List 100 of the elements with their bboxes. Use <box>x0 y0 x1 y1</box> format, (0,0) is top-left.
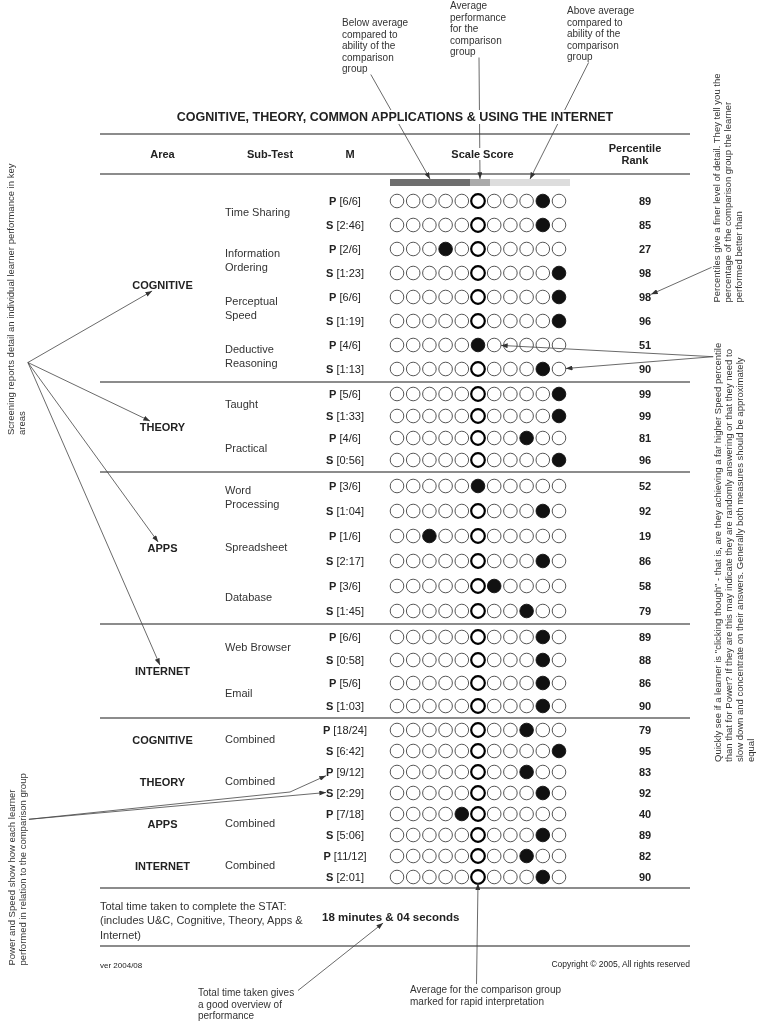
percentile-value: 96 <box>638 315 652 327</box>
measure-score: P [3/6] <box>329 579 361 592</box>
subtest-label: Practical <box>225 442 268 456</box>
annotation-text: Average for the comparison group marked for rapid interpretation <box>410 984 585 1007</box>
measure-score: P [6/6] <box>329 195 361 207</box>
percentile-value: 52 <box>638 479 652 492</box>
column-header: Scale Score <box>451 148 514 160</box>
measure-score: S [2:46] <box>326 219 364 231</box>
measure-score: S [0:56] <box>326 454 364 466</box>
measure-score: P [5/6] <box>329 388 361 400</box>
measure-score: S [1:33] <box>326 410 364 422</box>
area-label: THEORY <box>139 421 186 433</box>
subtest-label: Combined <box>225 733 276 747</box>
annotation-text: Quickly see if a learner is "clicking though" - that is, are they achieving a far higher Speed percentile than that for Power? If they are this may indicate they are randomly answering or that they need to slow down and concentrate on their answers. Generally both measures should be approximately equal <box>713 342 757 762</box>
measure-score: P [9/12] <box>326 765 364 778</box>
measure-score: S [1:04] <box>326 504 364 517</box>
measure-score: S [0:58] <box>326 653 364 666</box>
annotation-text: Average performance for the comparison group <box>450 0 508 58</box>
measure-score: P [3/6] <box>329 479 361 492</box>
measure-score: S [2:29] <box>326 786 364 799</box>
subtest-label: Information Ordering <box>225 247 282 275</box>
subtest-label: Combined <box>225 775 276 789</box>
percentile-value: 99 <box>638 410 652 422</box>
measure-score: S [1:45] <box>326 604 364 617</box>
percentile-value: 27 <box>638 243 652 255</box>
subtest-label: Word Processing <box>225 484 281 512</box>
score-dot <box>486 337 502 353</box>
subtest-label: Database <box>225 591 273 605</box>
percentile-value: 51 <box>638 339 652 351</box>
percentile-value: 90 <box>638 363 652 375</box>
scale-band-bar <box>390 179 470 186</box>
percentile-value: 96 <box>638 454 652 466</box>
column-header: Area <box>150 148 175 160</box>
scale-band-bar <box>470 179 490 186</box>
percentile-value: 89 <box>638 195 652 207</box>
measure-score: S [2:17] <box>326 554 364 567</box>
copyright-note: Copyright © 2005, All rights reserved <box>551 959 690 969</box>
percentile-value: 81 <box>638 432 652 444</box>
percentile-value: 86 <box>638 554 652 567</box>
percentile-value: 90 <box>638 699 652 712</box>
percentile-value: 85 <box>638 219 652 231</box>
subtest-label: Combined <box>225 817 276 831</box>
percentile-value: 89 <box>638 828 652 841</box>
percentile-value: 92 <box>638 786 652 799</box>
measure-score: S [2:01] <box>326 870 364 883</box>
percentile-value: 92 <box>638 504 652 517</box>
annotation-text: Power and Speed show how each learner performed in relation to the comparison group <box>7 770 29 966</box>
percentile-value: 79 <box>638 723 652 736</box>
measure-score: P [18/24] <box>322 723 367 736</box>
subtest-label: Taught <box>225 398 259 412</box>
area-label: APPS <box>147 818 178 830</box>
percentile-value: 95 <box>638 744 652 757</box>
measure-score: S [1:13] <box>326 363 364 375</box>
column-header: M <box>345 148 355 160</box>
area-label: INTERNET <box>135 665 190 677</box>
annotation-text: Above average compared to ability of the comparison group <box>567 5 639 63</box>
percentile-value: 79 <box>638 604 652 617</box>
measure-score: P [11/12] <box>323 849 367 862</box>
subtest-label: Combined <box>225 859 276 873</box>
measure-score: P [6/6] <box>329 291 361 303</box>
subtest-label: Web Browser <box>225 641 291 655</box>
percentile-value: 89 <box>638 630 652 643</box>
average-score-dot <box>470 868 486 885</box>
annotation-text: Total time taken gives a good overview of performance <box>198 987 298 1022</box>
version-note: ver 2004/08 <box>100 961 143 970</box>
area-label: INTERNET <box>135 860 190 872</box>
percentile-value: 82 <box>638 849 652 862</box>
column-header: Sub-Test <box>246 148 294 160</box>
percentile-value: 19 <box>638 529 652 542</box>
measure-score: S [1:03] <box>326 699 364 712</box>
measure-score: P [5/6] <box>329 676 361 689</box>
measure-score: P [1/6] <box>329 529 361 542</box>
scale-band-bar <box>490 179 570 186</box>
score-dot <box>551 361 567 377</box>
percentile-value: 98 <box>638 267 652 279</box>
percentile-value: 90 <box>638 870 652 883</box>
area-label: APPS <box>147 542 178 554</box>
total-time-label: Total time taken to complete the STAT: (includes U&C, Cognitive, Theory, Apps & Internet) <box>100 899 304 942</box>
subtest-label: Email <box>225 687 253 701</box>
measure-score: P [4/6] <box>329 339 361 351</box>
subtest-label: Time Sharing <box>225 206 290 220</box>
measure-score: S [1:23] <box>326 267 364 279</box>
percentile-value: 58 <box>638 579 652 592</box>
measure-score: S [6:42] <box>326 744 364 757</box>
annotation-text: Percentiles give a finer level of detail. They tell you the percentage of the comparison group the learner performed better than <box>711 67 745 303</box>
measure-score: P [6/6] <box>329 630 361 643</box>
measure-score: S [1:19] <box>326 315 364 327</box>
report-title: COGNITIVE, THEORY, COMMON APPLICATIONS & USING THE INTERNET <box>176 110 614 124</box>
percentile-value: 83 <box>638 765 652 778</box>
area-label: COGNITIVE <box>132 734 193 746</box>
subtest-label: Deductive Reasoning <box>225 343 279 371</box>
percentile-value: 40 <box>638 807 652 820</box>
subtest-label: Perceptual Speed <box>225 295 279 323</box>
percentile-value: 99 <box>638 388 652 400</box>
annotation-text: Screening reports detail an individual learner performance in key areas <box>6 145 28 435</box>
area-label: THEORY <box>139 776 186 788</box>
total-time-value: 18 minutes & 04 seconds <box>322 911 460 923</box>
percentile-value: 88 <box>638 653 652 666</box>
measure-score: P [2/6] <box>329 243 361 255</box>
annotation-text: Below average compared to ability of the comparison group <box>342 17 414 75</box>
